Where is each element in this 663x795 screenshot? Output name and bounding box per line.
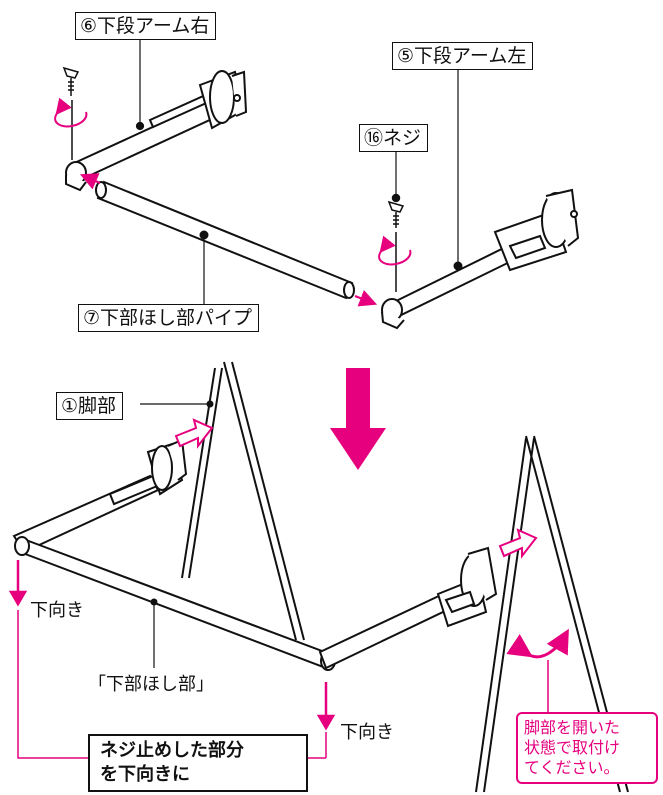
rotate-arrow-right-icon [378,235,412,266]
attach-arrow-left-icon [174,418,214,449]
instruction-note: ネジ止めした部分 を下向きに [88,734,308,792]
rotate-arrow-left-icon [54,97,88,128]
leg-open-note: 脚部を開いた 状態で取付け てください。 [516,712,658,784]
down-arrow-right-icon [316,682,336,731]
pink-note-line-2: 状態で取付け [524,738,621,757]
text-lower-part: 「下部ほし部」 [88,674,214,695]
insert-arrow-right-icon [354,290,378,307]
note-line-2: を下向きに [100,764,190,785]
label-leg: ①脚部 [56,392,124,420]
label-lower-arm-right: ⑥下段アーム右 [75,12,217,40]
text-down-right: 下向き [340,722,394,743]
label-lower-pipe: ⑦下部ほし部パイプ [78,304,260,332]
pink-note-line-1: 脚部を開いた [524,718,621,737]
text-down-left: 下向き [30,600,84,621]
lower-arm-left [381,188,580,330]
open-angle-arrow-icon [506,628,569,659]
screw-left-icon [387,193,405,292]
lower-pipe [95,180,355,305]
label-lower-arm-left: ⑤下段アーム左 [392,42,534,70]
down-arrow-icon [330,368,386,470]
attach-arrow-right-icon [498,528,538,559]
insert-arrow-left-icon [79,173,101,190]
pink-note-line-3: てください。 [524,758,620,777]
lower-arm-right [65,70,248,192]
label-screw: ⑯ネジ [359,124,429,152]
screw-right-icon [62,66,80,160]
down-arrow-left-icon [8,560,28,607]
note-line-1: ネジ止めした部分 [100,740,244,761]
lower-frame-assembled [12,438,498,671]
